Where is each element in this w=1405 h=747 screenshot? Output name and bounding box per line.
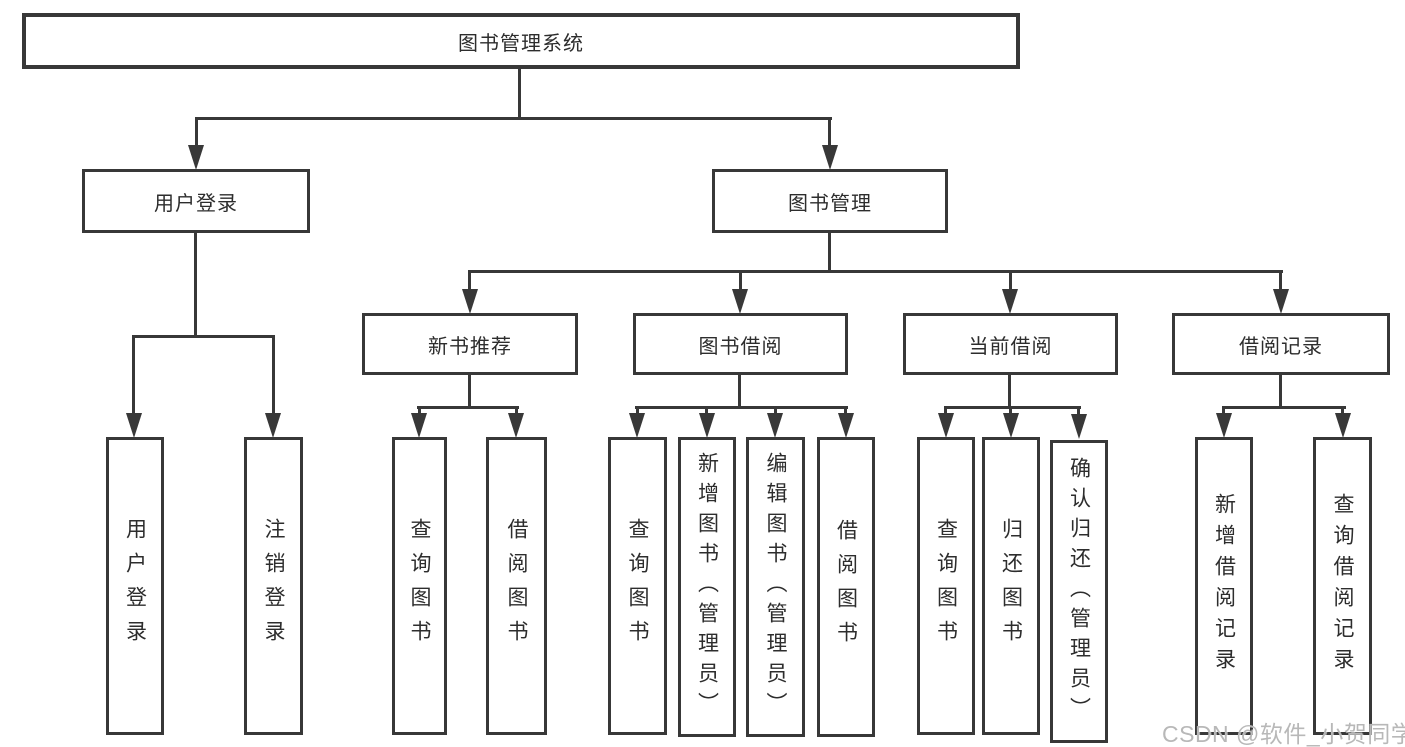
arrow-down-icon bbox=[822, 145, 838, 170]
leaf-user-login: 用户登录 bbox=[106, 437, 164, 735]
connector-line bbox=[418, 406, 421, 416]
connector-line bbox=[468, 373, 471, 407]
connector-line bbox=[1009, 406, 1012, 416]
connector-line bbox=[738, 373, 741, 407]
arrow-down-icon bbox=[1216, 413, 1232, 438]
leaf-nbr-query-books: 查询图书 bbox=[392, 437, 447, 735]
leaf-bb-add-books-admin: 新增图书（管理员） bbox=[678, 437, 736, 737]
node-current-borrowing: 当前借阅 bbox=[903, 313, 1118, 375]
node-label: 查询借阅记录 bbox=[1331, 493, 1354, 679]
leaf-cb-return-books: 归还图书 bbox=[982, 437, 1040, 735]
connector-line bbox=[272, 335, 275, 415]
connector-line bbox=[417, 406, 519, 409]
node-label: 编辑图书（管理员） bbox=[764, 452, 787, 722]
arrow-down-icon bbox=[838, 413, 854, 438]
node-label: 当前借阅 bbox=[968, 335, 1053, 358]
connector-line bbox=[1009, 270, 1012, 291]
connector-line bbox=[739, 270, 742, 291]
leaf-logout: 注销登录 bbox=[244, 437, 303, 735]
csdn-watermark: CSDN @软件_小贺同学 bbox=[1162, 721, 1405, 747]
arrow-down-icon bbox=[265, 413, 281, 438]
connector-line bbox=[468, 270, 471, 291]
leaf-nbr-borrow-books: 借阅图书 bbox=[486, 437, 547, 735]
arrow-down-icon bbox=[629, 413, 645, 438]
node-new-book-recommend: 新书推荐 bbox=[362, 313, 578, 375]
arrow-down-icon bbox=[188, 145, 204, 170]
connector-line bbox=[636, 406, 639, 416]
connector-line bbox=[828, 231, 831, 272]
connector-line bbox=[196, 117, 832, 120]
arrow-down-icon bbox=[699, 413, 715, 438]
node-label: 新书推荐 bbox=[428, 335, 512, 358]
node-label: 用户登录 bbox=[123, 518, 147, 654]
node-label: 查询图书 bbox=[934, 518, 958, 654]
node-label: 图书管理系统 bbox=[458, 32, 584, 55]
connector-line bbox=[1222, 406, 1225, 416]
leaf-cb-confirm-return-admin: 确认归还（管理员） bbox=[1050, 440, 1108, 743]
node-label: 查询图书 bbox=[408, 518, 431, 654]
leaf-br-query-record: 查询借阅记录 bbox=[1313, 437, 1372, 735]
arrow-down-icon bbox=[1273, 289, 1289, 314]
node-label: 借阅图书 bbox=[505, 518, 528, 654]
node-label: 图书借阅 bbox=[698, 335, 783, 358]
arrow-down-icon bbox=[462, 289, 478, 314]
arrow-down-icon bbox=[1071, 414, 1087, 439]
node-book-management: 图书管理 bbox=[712, 169, 948, 233]
node-label: 归还图书 bbox=[999, 518, 1023, 654]
connector-line bbox=[132, 335, 275, 338]
connector-line bbox=[195, 117, 198, 148]
node-label: 查询图书 bbox=[626, 518, 649, 654]
connector-line bbox=[518, 68, 521, 118]
arrow-down-icon bbox=[411, 413, 427, 438]
node-label: 借阅记录 bbox=[1239, 335, 1323, 358]
leaf-bb-edit-books-admin: 编辑图书（管理员） bbox=[746, 437, 805, 737]
leaf-bb-borrow-books: 借阅图书 bbox=[817, 437, 875, 737]
arrow-down-icon bbox=[1002, 289, 1018, 314]
node-label: 确认归还（管理员） bbox=[1067, 456, 1091, 727]
arrow-down-icon bbox=[126, 413, 142, 438]
connector-line bbox=[468, 270, 1283, 273]
node-book-borrowing: 图书借阅 bbox=[633, 313, 848, 375]
connector-line bbox=[635, 406, 848, 409]
connector-line bbox=[132, 335, 135, 415]
connector-line bbox=[705, 406, 708, 416]
leaf-cb-query-books: 查询图书 bbox=[917, 437, 975, 735]
connector-line bbox=[944, 406, 947, 416]
connector-line bbox=[944, 406, 1081, 409]
arrow-down-icon bbox=[732, 289, 748, 314]
node-label: 注销登录 bbox=[262, 518, 285, 654]
node-user-login: 用户登录 bbox=[82, 169, 310, 233]
node-label: 新增借阅记录 bbox=[1212, 493, 1236, 679]
node-label: 图书管理 bbox=[788, 192, 872, 215]
arrow-down-icon bbox=[767, 413, 783, 438]
node-borrow-records: 借阅记录 bbox=[1172, 313, 1390, 375]
leaf-bb-query-books: 查询图书 bbox=[608, 437, 667, 735]
arrow-down-icon bbox=[938, 413, 954, 438]
connector-line bbox=[844, 406, 847, 416]
connector-line bbox=[1341, 406, 1344, 416]
node-label: 新增图书（管理员） bbox=[695, 452, 719, 722]
connector-line bbox=[1008, 373, 1011, 407]
node-root-library-system: 图书管理系统 bbox=[22, 13, 1020, 69]
connector-line bbox=[515, 406, 518, 416]
connector-line bbox=[828, 117, 831, 148]
node-label: 借阅图书 bbox=[834, 519, 858, 655]
arrow-down-icon bbox=[1003, 413, 1019, 438]
connector-line bbox=[1279, 270, 1282, 291]
connector-line bbox=[1077, 406, 1080, 416]
node-label: 用户登录 bbox=[154, 192, 238, 215]
arrow-down-icon bbox=[1335, 413, 1351, 438]
connector-line bbox=[194, 231, 197, 337]
leaf-br-add-record: 新增借阅记录 bbox=[1195, 437, 1253, 735]
arrow-down-icon bbox=[508, 413, 524, 438]
connector-line bbox=[1222, 406, 1346, 409]
connector-line bbox=[1279, 373, 1282, 407]
connector-line bbox=[774, 406, 777, 416]
